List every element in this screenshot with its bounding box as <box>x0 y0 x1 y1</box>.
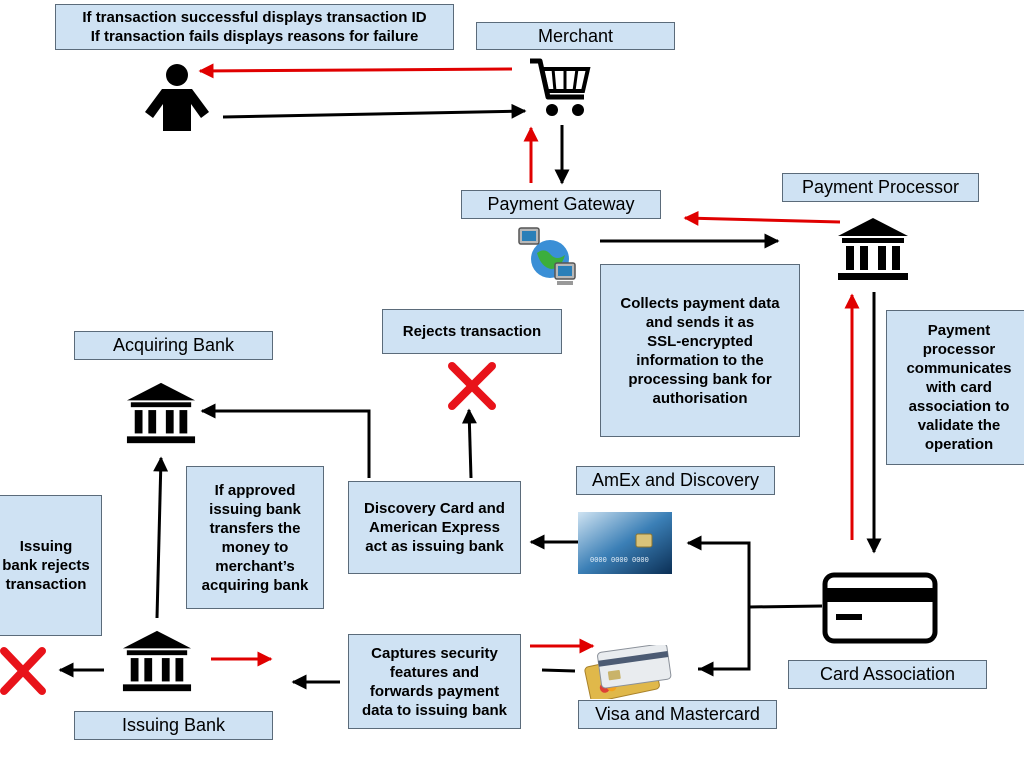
bank-icon-acquiring <box>126 382 196 444</box>
issuing-bank-label: Issuing Bank <box>74 711 273 740</box>
visa-mastercard-label: Visa and Mastercard <box>578 700 777 729</box>
bank-icon-issuing <box>122 630 192 692</box>
if-approved-note: If approved issuing bank transfers the m… <box>186 466 324 609</box>
merchant-label: Merchant <box>476 22 675 50</box>
arrow-customer-to-merchant <box>222 103 527 119</box>
shopping-cart-icon <box>530 58 591 116</box>
association-bracket <box>688 541 751 671</box>
processor-communicates-note: Payment processor communicates with card… <box>886 310 1024 465</box>
arrow-processor-to-gateway <box>683 210 841 226</box>
transaction-result-note: If transaction successful displays trans… <box>55 4 454 50</box>
reject-x-icon <box>448 362 496 410</box>
collects-payment-note: Collects payment data and sends it as SS… <box>600 264 800 437</box>
payment-gateway-label: Payment Gateway <box>461 190 661 219</box>
arrow-issuing-to-acquiring <box>153 456 169 619</box>
card-photo-amex: 0000 0000 0000 <box>578 512 672 574</box>
arrow-discovery-to-reject <box>461 408 477 479</box>
svg-text:0000 0000 0000: 0000 0000 0000 <box>590 557 649 565</box>
credit-card-icon <box>822 572 938 644</box>
payment-processor-label: Payment Processor <box>782 173 979 202</box>
bank-icon-payment-processor <box>838 218 908 280</box>
amex-discovery-label: AmEx and Discovery <box>576 466 775 495</box>
reject-x-icon-issuing <box>0 647 46 695</box>
person-icon <box>145 64 209 131</box>
card-association-label: Card Association <box>788 660 987 689</box>
discovery-amex-note: Discovery Card and American Express act … <box>348 481 521 574</box>
globe-network-icon <box>518 227 576 285</box>
issuing-rejects-note: Issuing bank rejects transaction <box>0 495 102 636</box>
arrow-discovery-to-acquiring <box>200 403 371 478</box>
rejects-transaction-note: Rejects transaction <box>382 309 562 354</box>
acquiring-bank-label: Acquiring Bank <box>74 331 273 360</box>
arrow-merchant-to-customer <box>198 63 513 79</box>
captures-security-note: Captures security features and forwards … <box>348 634 521 729</box>
association-connector <box>748 604 823 609</box>
card-photo-visa-mastercard <box>584 645 672 699</box>
arrow-visa-to-captures <box>541 668 576 673</box>
